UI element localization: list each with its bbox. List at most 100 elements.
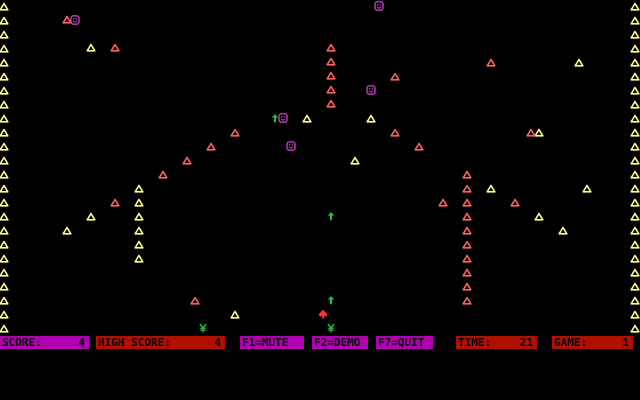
mushroom: [110, 43, 120, 53]
border-mushroom-right: [630, 142, 640, 152]
border-mushroom-left: [0, 86, 9, 96]
border-mushroom-right: [630, 44, 640, 54]
border-mushroom-left: [0, 212, 9, 222]
mushroom: [486, 58, 496, 68]
mushroom: [134, 240, 144, 250]
border-mushroom-left: [0, 170, 9, 180]
border-mushroom-left: [0, 142, 9, 152]
player-shot: [326, 211, 336, 221]
border-mushroom-right: [630, 86, 640, 96]
player-shot: [326, 295, 336, 305]
border-mushroom-right: [630, 30, 640, 40]
border-mushroom-left: [0, 100, 9, 110]
border-mushroom-left: [0, 30, 9, 40]
mushroom: [326, 85, 336, 95]
high-score-value: 4: [214, 336, 221, 349]
mushroom: [110, 198, 120, 208]
mushroom: [326, 71, 336, 81]
score-panel: SCORE: 4: [0, 336, 89, 349]
game-value: 1: [622, 336, 629, 349]
mute-key-hint[interactable]: F1=MUTE: [240, 336, 304, 349]
border-mushroom-left: [0, 296, 9, 306]
flea-enemy: [286, 141, 296, 151]
mushroom: [302, 114, 312, 124]
mushroom: [62, 226, 72, 236]
mushroom: [390, 128, 400, 138]
game-panel: GAME: 1: [552, 336, 633, 349]
status-bar: SCORE: 4 HIGH SCORE: 4 F1=MUTE F2=DEMO F…: [0, 336, 640, 350]
mushroom: [326, 43, 336, 53]
mushroom: [230, 310, 240, 320]
mushroom: [462, 254, 472, 264]
border-mushroom-left: [0, 128, 9, 138]
border-mushroom-right: [630, 2, 640, 12]
mushroom: [558, 226, 568, 236]
mushroom: [190, 296, 200, 306]
flea-enemy: [70, 15, 80, 25]
mushroom: [462, 170, 472, 180]
mushroom: [462, 184, 472, 194]
mushroom: [62, 15, 72, 25]
mushroom: [86, 212, 96, 222]
border-mushroom-right: [630, 254, 640, 264]
mushroom: [462, 198, 472, 208]
high-score-panel: HIGH SCORE: 4: [96, 336, 225, 349]
border-mushroom-right: [630, 282, 640, 292]
time-panel: TIME: 21: [456, 336, 537, 349]
border-mushroom-left: [0, 184, 9, 194]
mushroom: [414, 142, 424, 152]
border-mushroom-left: [0, 254, 9, 264]
border-mushroom-left: [0, 226, 9, 236]
demo-label: F2=DEMO: [314, 336, 361, 349]
player-ship: [318, 309, 328, 319]
mushroom: [534, 212, 544, 222]
mushroom: [462, 226, 472, 236]
mushroom: [462, 212, 472, 222]
mushroom: [526, 128, 536, 138]
border-mushroom-left: [0, 324, 9, 334]
time-value: 21: [519, 336, 533, 349]
border-mushroom-right: [630, 268, 640, 278]
mushroom: [134, 212, 144, 222]
flea-enemy: [366, 85, 376, 95]
time-label: TIME:: [458, 336, 492, 349]
mushroom: [134, 254, 144, 264]
mushroom: [182, 156, 192, 166]
mushroom: [366, 114, 376, 124]
border-mushroom-right: [630, 324, 640, 334]
border-mushroom-left: [0, 44, 9, 54]
score-value: 4: [78, 336, 85, 349]
mute-label: F1=MUTE: [242, 336, 289, 349]
border-mushroom-right: [630, 226, 640, 236]
mushroom: [582, 184, 592, 194]
high-score-label: HIGH SCORE:: [98, 336, 171, 349]
border-mushroom-right: [630, 72, 640, 82]
border-mushroom-left: [0, 16, 9, 26]
border-mushroom-left: [0, 198, 9, 208]
border-mushroom-left: [0, 310, 9, 320]
border-mushroom-left: [0, 156, 9, 166]
border-mushroom-left: [0, 240, 9, 250]
quit-key-hint[interactable]: F7=QUIT: [376, 336, 433, 349]
mushroom: [574, 58, 584, 68]
spider-enemy: [198, 323, 208, 333]
border-mushroom-right: [630, 212, 640, 222]
mushroom: [206, 142, 216, 152]
player-shot: [270, 113, 280, 123]
game-playfield: [0, 1, 640, 334]
border-mushroom-left: [0, 282, 9, 292]
border-mushroom-right: [630, 296, 640, 306]
mushroom: [486, 184, 496, 194]
game-label: GAME:: [554, 336, 588, 349]
border-mushroom-right: [630, 198, 640, 208]
mushroom: [86, 43, 96, 53]
demo-key-hint[interactable]: F2=DEMO: [312, 336, 368, 349]
border-mushroom-left: [0, 58, 9, 68]
border-mushroom-right: [630, 240, 640, 250]
flea-enemy: [374, 1, 384, 11]
border-mushroom-right: [630, 16, 640, 26]
border-mushroom-left: [0, 268, 9, 278]
mushroom: [326, 99, 336, 109]
mushroom: [134, 198, 144, 208]
mushroom: [158, 170, 168, 180]
